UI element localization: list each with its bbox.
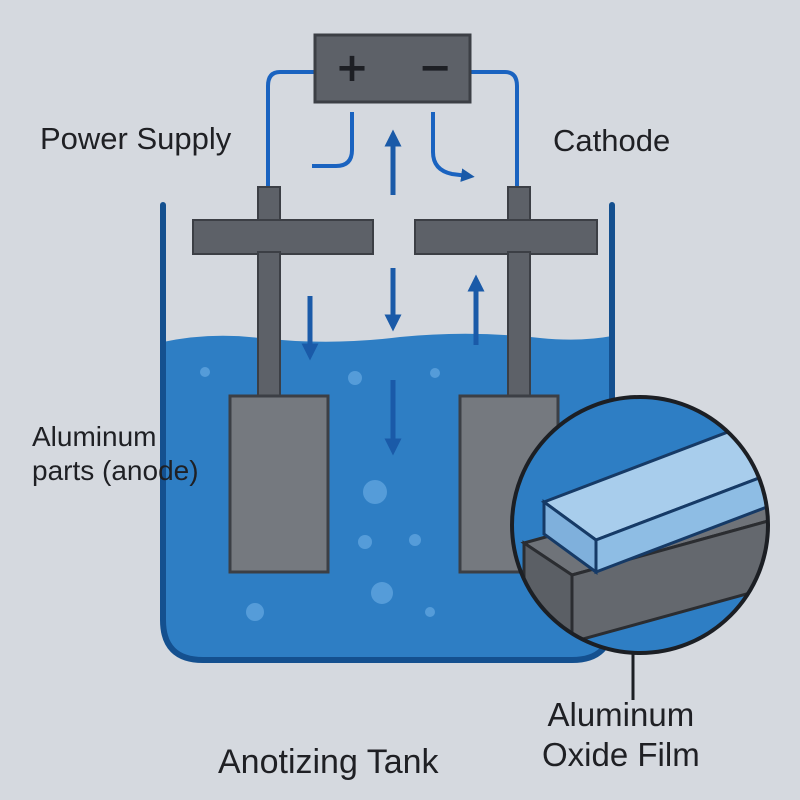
oxide-label-line2: Oxide Film bbox=[542, 735, 700, 773]
oxide-label-line1: Aluminum bbox=[547, 696, 695, 733]
anode-rod-top bbox=[257, 186, 281, 223]
plus-sign: + bbox=[335, 45, 369, 91]
anode-label-line2: parts (anode) bbox=[32, 454, 199, 486]
cathode-rod-top bbox=[507, 186, 531, 223]
anode-plate bbox=[228, 394, 330, 574]
cathode-rod bbox=[507, 251, 531, 399]
oxide-film-label: Aluminum Oxide Film bbox=[542, 695, 700, 774]
current-arrow-left bbox=[312, 112, 354, 168]
cathode-label: Cathode bbox=[553, 123, 671, 158]
positive-wire bbox=[266, 70, 317, 192]
zoom-inset-border bbox=[510, 395, 770, 655]
anode-label: Aluminum parts (anode) bbox=[32, 420, 199, 487]
oxide-film-zoom-inset bbox=[510, 395, 770, 700]
oxide-layer-side bbox=[594, 467, 768, 575]
anode-bar bbox=[192, 219, 374, 255]
tank-label: Anotizing Tank bbox=[218, 743, 439, 781]
cathode-bar bbox=[414, 219, 598, 255]
power-supply-box bbox=[313, 33, 472, 104]
power-supply-label: Power Supply bbox=[40, 121, 232, 156]
anode-label-line1: Aluminum bbox=[32, 421, 157, 452]
current-arrow-right bbox=[431, 112, 475, 182]
anode-rod bbox=[257, 251, 281, 399]
minus-sign: − bbox=[418, 45, 452, 91]
negative-wire bbox=[468, 70, 519, 192]
aluminum-slab-side bbox=[570, 513, 768, 644]
bubbles bbox=[200, 367, 440, 621]
